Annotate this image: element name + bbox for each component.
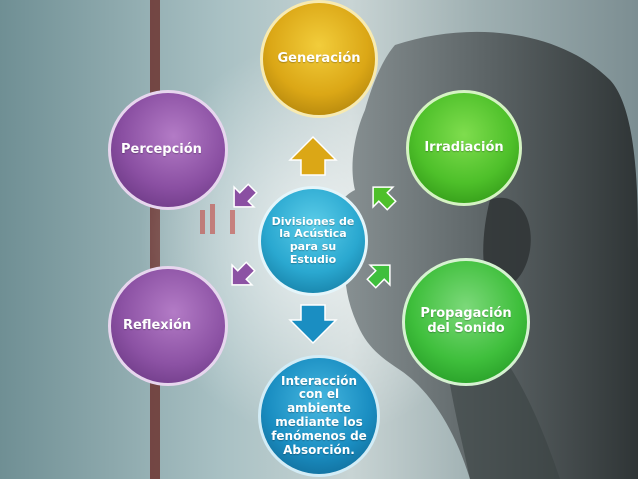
node-irradiacion: Irradiación: [406, 90, 522, 206]
center-node-label: Divisiones de la Acústica para su Estudi…: [271, 214, 355, 266]
node-reflexion: Reflexión: [108, 266, 228, 386]
node-propagacion: Propagación del Sonido: [402, 258, 530, 386]
node-interaccion-label: Interacción con el ambiente mediante los…: [271, 373, 367, 457]
node-propagacion-label: Propagación del Sonido: [420, 306, 512, 336]
node-interaccion: Interacción con el ambiente mediante los…: [258, 355, 380, 477]
node-reflexion-label: Reflexión: [123, 317, 192, 333]
head-silhouette: [325, 31, 638, 479]
center-node: Divisiones de la Acústica para su Estudi…: [258, 186, 368, 296]
node-generacion-label: Generación: [277, 50, 361, 66]
node-percepcion: Percepción: [108, 90, 228, 210]
node-irradiacion-label: Irradiación: [424, 139, 504, 155]
node-percepcion-label: Percepción: [121, 141, 202, 157]
node-generacion: Generación: [260, 0, 378, 118]
